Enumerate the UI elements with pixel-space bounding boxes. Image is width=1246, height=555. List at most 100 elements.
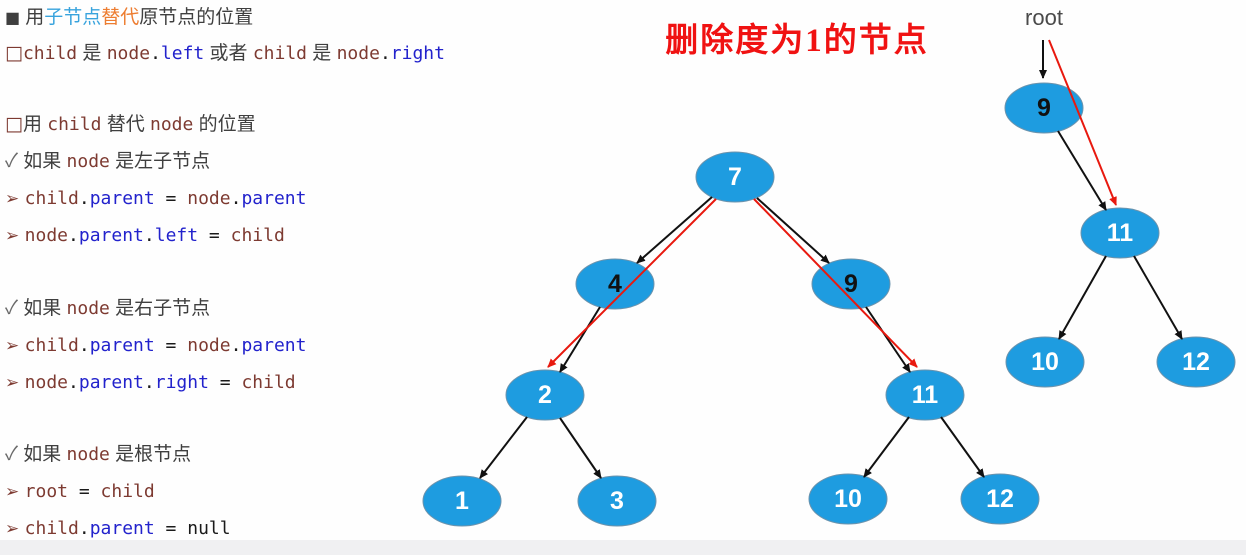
text-segment: ➢ (5, 482, 25, 502)
text-segment: ✓ (5, 444, 24, 465)
text-line: ➢ root = child (5, 479, 155, 506)
tree-node-label: 1 (455, 487, 469, 515)
text-segment: node (24, 225, 69, 246)
tree-edge (1058, 255, 1107, 340)
text-segment: left (160, 43, 205, 64)
text-segment: . (78, 335, 90, 356)
text-segment: 原节点的位置 (139, 7, 254, 28)
tree-edge (479, 416, 528, 479)
text-segment: . (143, 372, 155, 393)
tree-node-label: 12 (986, 485, 1014, 513)
text-line: □child 是 node.left 或者 child 是 node.right (5, 40, 445, 68)
tree-node-ellipse (1156, 336, 1236, 388)
text-segment: parent (89, 335, 155, 356)
text-segment: node (66, 151, 110, 172)
text-segment: 是 (307, 43, 337, 64)
text-segment: . (68, 372, 79, 393)
text-segment: child (24, 518, 79, 539)
text-line: ✓ 如果 node 是右子节点 (5, 296, 210, 323)
tree-edge (559, 306, 601, 373)
tree-node-label: 4 (608, 270, 622, 298)
text-segment: ➢ (5, 189, 25, 209)
text-segment: . (78, 188, 90, 209)
text-line: ➢ node.parent.right = child (5, 370, 296, 397)
text-segment: ➢ (5, 373, 25, 393)
text-segment: node (106, 43, 151, 64)
tree-edge (865, 306, 911, 373)
text-line: ✓ 如果 node 是左子节点 (5, 149, 210, 176)
tree-node-label: 12 (1182, 348, 1210, 376)
text-line: ■ 用子节点替代原节点的位置 (5, 5, 253, 32)
text-segment: . (230, 335, 242, 356)
text-segment: 子节点 (44, 7, 102, 28)
tree-node-label: 10 (834, 485, 862, 513)
tree-edge (940, 416, 985, 478)
text-line: ➢ child.parent = node.parent (5, 333, 306, 360)
tree-node-ellipse (960, 473, 1040, 525)
text-segment: parent (78, 372, 144, 393)
text-segment: . (150, 43, 161, 64)
text-segment: ✓ (5, 298, 24, 319)
text-segment: . (78, 518, 90, 539)
text-segment: ➢ (5, 226, 25, 246)
slide-title: 删除度为1的节点 (665, 23, 929, 59)
tree-node-ellipse (577, 475, 657, 527)
tree-node-ellipse (811, 258, 891, 310)
text-segment: . (143, 225, 155, 246)
text-segment: □ (5, 113, 23, 135)
tree-edge (559, 417, 602, 479)
text-segment: 是右子节点 (109, 298, 211, 319)
text-segment: ➢ (5, 519, 25, 539)
text-line: ✓ 如果 node 是根节点 (5, 442, 191, 469)
text-segment: child (241, 372, 296, 393)
text-segment: 如果 (23, 444, 67, 465)
text-segment: 如果 (23, 298, 67, 319)
text-segment: 或者 (204, 43, 253, 64)
text-segment: child (100, 481, 155, 502)
text-line: ➢ child.parent = node.parent (5, 186, 306, 213)
tree-edge (756, 197, 830, 264)
tree-edge (1048, 39, 1117, 206)
text-segment: child (22, 43, 78, 64)
tree-edge (636, 196, 713, 264)
text-segment: = (154, 335, 188, 356)
text-segment: right (390, 43, 445, 64)
text-segment: 用 (25, 7, 45, 28)
tree-node-label: 2 (538, 381, 552, 409)
text-segment: = (208, 372, 242, 393)
text-segment: parent (241, 188, 307, 209)
text-segment: 的位置 (193, 114, 256, 135)
tree-node-ellipse (1080, 207, 1160, 259)
text-line: ➢ child.parent = null (5, 516, 231, 543)
text-segment: 用 (22, 114, 48, 135)
tree-edge (1133, 255, 1183, 340)
tree-node-label: 9 (844, 270, 858, 298)
text-segment: = (154, 518, 188, 539)
tree-node-ellipse (1004, 82, 1084, 134)
text-segment: root (24, 481, 69, 502)
text-segment: = (154, 188, 188, 209)
text-line: ➢ node.parent.left = child (5, 223, 285, 250)
text-segment: node (66, 298, 110, 319)
text-segment: . (68, 225, 79, 246)
tree-node-ellipse (695, 151, 775, 203)
root-pointer-label: root (1025, 5, 1063, 30)
text-segment: child (24, 188, 79, 209)
text-segment: parent (241, 335, 307, 356)
text-segment: 是 (77, 43, 107, 64)
text-segment: null (187, 518, 231, 539)
tree-node-label: 9 (1037, 94, 1051, 122)
text-segment: = (198, 225, 231, 246)
tree-node-label: 10 (1031, 348, 1059, 376)
tree-node-ellipse (1005, 336, 1085, 388)
tree-edge (547, 198, 717, 368)
tree-edge (863, 416, 910, 478)
tree-node-ellipse (422, 475, 502, 527)
text-segment: parent (89, 188, 155, 209)
text-segment: child (47, 114, 102, 135)
tree-node-label: 3 (610, 487, 624, 515)
tree-node-ellipse (505, 369, 585, 421)
text-segment: ➢ (5, 336, 25, 356)
